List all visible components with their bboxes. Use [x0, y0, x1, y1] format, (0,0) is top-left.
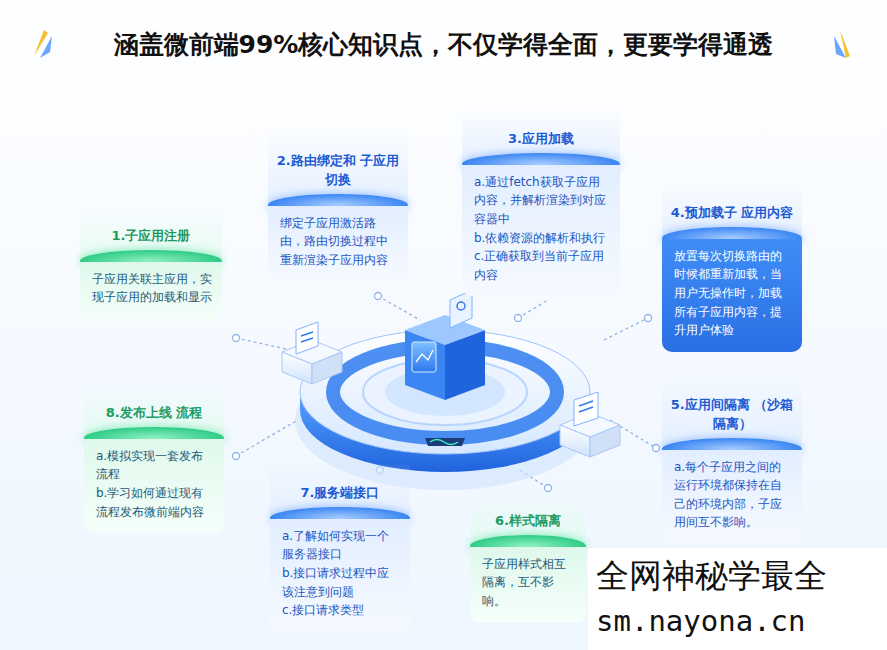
card-text: 子应用样式相互隔离，互不影响。	[482, 555, 576, 611]
card-heading-area: 5.应用间隔离 （沙箱隔离）	[662, 374, 802, 460]
card-text: b.学习如何通过现有流程发布微前端内容	[96, 484, 214, 521]
watermark: 全网神秘学最全	[596, 554, 827, 599]
side-cube	[560, 392, 620, 457]
card-heading: 8.发布上线 流程	[92, 404, 216, 423]
card-body: a.每个子应用之间的运行环境都保持在自己的环境内部，子应用间互不影响。	[662, 450, 802, 544]
central-platform	[295, 290, 595, 490]
card-text: a.每个子应用之间的运行环境都保持在自己的环境内部，子应用间互不影响。	[674, 458, 792, 532]
card-heading: 5.应用间隔离 （沙箱隔离）	[670, 396, 794, 434]
card-text: b.接口请求过程中应该注意到问题	[282, 564, 400, 601]
card-heading: 3.应用加载	[470, 130, 612, 149]
feature-card: 2.路由绑定和 子应用切换绑定子应用激活路由，路由切换过程中重新渲染子应用内容	[268, 130, 408, 281]
card-body: a.模拟实现一套发布流程b.学习如何通过现有流程发布微前端内容	[84, 439, 224, 533]
card-body: 放置每次切换路由的时候都重新加载，当用户无操作时，加载所有子应用内容，提升用户体…	[662, 239, 802, 352]
card-body: 子应用样式相互隔离，互不影响。	[470, 547, 586, 623]
feature-card: 7.服务端接口 a.了解如何实现一个服务器接口b.接口请求过程中应该注意到问题c.…	[270, 462, 410, 632]
side-cube	[282, 322, 342, 384]
watermark-panel: 全网神秘学最全 sm.nayona.cn	[588, 548, 887, 650]
card-body: 绑定子应用激活路由，路由切换过程中重新渲染子应用内容	[268, 206, 408, 282]
card-text: 绑定子应用激活路由，路由切换过程中重新渲染子应用内容	[280, 214, 398, 270]
card-text: c.正确获取到当前子应用内容	[474, 247, 610, 284]
card-heading: 2.路由绑定和 子应用切换	[276, 152, 400, 190]
card-body: 子应用关联主应用，实现子应用的加载和显示	[80, 262, 222, 319]
feature-card: 1.子应用注册子应用关联主应用，实现子应用的加载和显示	[80, 205, 222, 319]
card-text: a.模拟实现一套发布流程	[96, 447, 214, 484]
card-text: 放置每次切换路由的时候都重新加载，当用户无操作时，加载所有子应用内容，提升用户体…	[674, 247, 792, 340]
feature-card: 5.应用间隔离 （沙箱隔离） a.每个子应用之间的运行环境都保持在自己的环境内部，…	[662, 374, 802, 544]
card-heading: 4.预加载子 应用内容	[670, 204, 794, 223]
feature-card: 3.应用加载 a.通过fetch获取子应用内容，并解析渲染到对应容器中b.依赖资源…	[462, 108, 620, 296]
card-text: 子应用关联主应用，实现子应用的加载和显示	[92, 270, 212, 307]
card-heading: 7.服务端接口	[278, 484, 402, 503]
card-heading: 1.子应用注册	[88, 227, 214, 246]
feature-card: 6.样式隔离子应用样式相互隔离，互不影响。	[470, 490, 586, 623]
card-text: a.通过fetch获取子应用内容，并解析渲染到对应容器中	[474, 173, 610, 229]
feature-card: 8.发布上线 流程 a.模拟实现一套发布流程b.学习如何通过现有流程发布微前端内容	[84, 382, 224, 533]
card-body: a.通过fetch获取子应用内容，并解析渲染到对应容器中b.依赖资源的解析和执行…	[462, 165, 620, 297]
card-text: b.依赖资源的解析和执行	[474, 229, 610, 248]
diagram-title: 涵盖微前端99%核心知识点，不仅学得全面，更要学得通透	[60, 28, 827, 61]
card-heading-area: 2.路由绑定和 子应用切换	[268, 130, 408, 216]
card-body: a.了解如何实现一个服务器接口b.接口请求过程中应该注意到问题c.接口请求类型	[270, 519, 410, 632]
card-text: c.接口请求类型	[282, 601, 400, 620]
card-text: a.了解如何实现一个服务器接口	[282, 527, 400, 564]
watermark: sm.nayona.cn	[596, 604, 806, 638]
feature-card: 4.预加载子 应用内容放置每次切换路由的时候都重新加载，当用户无操作时，加载所有…	[662, 182, 802, 352]
leader-line	[236, 296, 656, 488]
card-heading: 6.样式隔离	[478, 512, 578, 531]
